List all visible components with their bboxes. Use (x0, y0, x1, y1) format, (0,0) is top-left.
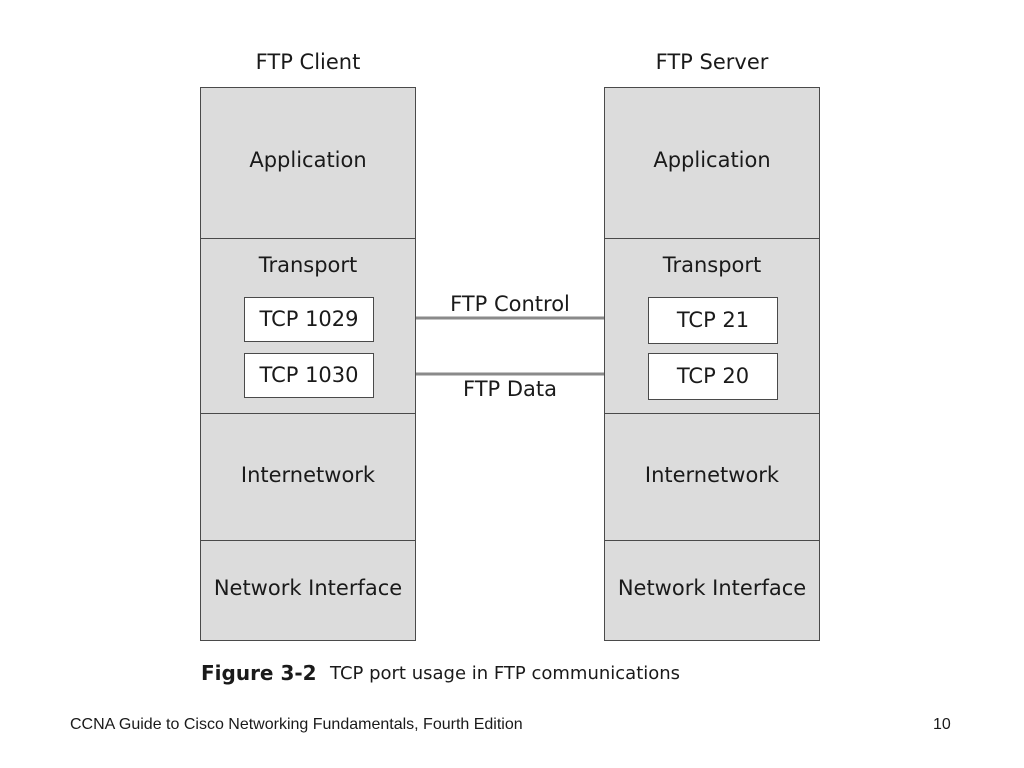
footer-book-title: CCNA Guide to Cisco Networking Fundament… (70, 716, 523, 733)
client-internetwork-layer: Internetwork (201, 413, 415, 540)
client-title: FTP Client (255, 50, 361, 74)
ftp-data-label: FTP Data (462, 377, 558, 401)
server-port-data: TCP 20 (648, 353, 778, 400)
server-network-interface-layer: Network Interface (605, 540, 819, 640)
client-transport-label: Transport (258, 253, 358, 277)
client-stack: Application Transport TCP 1029 TCP 1030 … (200, 87, 416, 641)
server-title: FTP Server (655, 50, 769, 74)
client-network-interface-layer: Network Interface (201, 540, 415, 640)
server-port-control: TCP 21 (648, 297, 778, 344)
figure-caption: TCP port usage in FTP communications (330, 663, 681, 684)
server-transport-layer: Transport TCP 21 TCP 20 (605, 238, 819, 413)
server-stack: Application Transport TCP 21 TCP 20 Inte… (604, 87, 820, 641)
server-application-layer: Application (605, 88, 819, 238)
page-number: 10 (933, 716, 951, 733)
client-port-control: TCP 1029 (244, 297, 374, 342)
client-internetwork-label: Internetwork (240, 463, 376, 487)
ftp-control-label: FTP Control (450, 292, 570, 316)
client-application-layer: Application (201, 88, 415, 238)
server-application-label: Application (653, 148, 771, 172)
server-transport-label: Transport (662, 253, 762, 277)
server-internetwork-layer: Internetwork (605, 413, 819, 540)
client-port-data: TCP 1030 (244, 353, 374, 398)
server-network-interface-label: Network Interface (617, 576, 807, 600)
figure-number: Figure 3-2 (201, 661, 317, 685)
server-internetwork-label: Internetwork (644, 463, 780, 487)
client-network-interface-label: Network Interface (213, 576, 403, 600)
client-application-label: Application (249, 148, 367, 172)
client-transport-layer: Transport TCP 1029 TCP 1030 (201, 238, 415, 413)
